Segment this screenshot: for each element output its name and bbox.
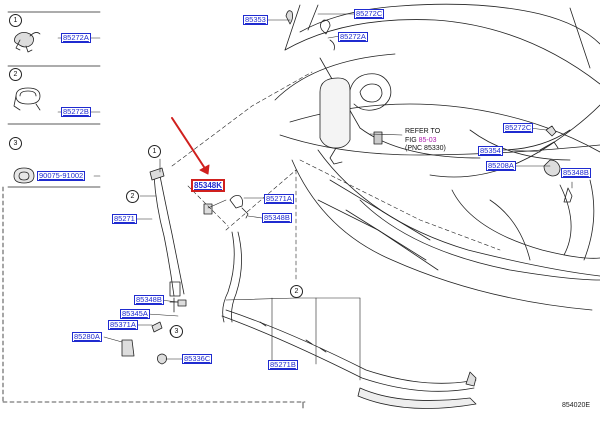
reference-note-line2: FIG 85-03	[405, 137, 446, 146]
reference-note-line1: REFER TO	[405, 128, 441, 135]
washer-hose-85271	[149, 167, 185, 313]
connector-85271a	[229, 195, 249, 219]
part-label-85354[interactable]: 85354	[478, 146, 503, 156]
washer-reservoir-neck	[285, 10, 573, 203]
part-label-85280a[interactable]: 85280A	[72, 332, 102, 342]
part-label-85272c-top[interactable]: 85272C	[354, 9, 385, 19]
figure-code: 854020E	[562, 402, 591, 409]
clip-85272a-icon	[14, 32, 41, 53]
part-label-85371a[interactable]: 85371A	[108, 320, 138, 330]
part-label-85348k-highlighted[interactable]: 85348K	[191, 179, 226, 192]
leader-lines	[57, 13, 573, 381]
part-label-85348b-mid[interactable]: 85348B	[262, 213, 292, 223]
washer-hose-85271b	[221, 231, 477, 409]
callout-number-2: 2	[126, 190, 139, 203]
part-label-85272c[interactable]: 85272C	[503, 123, 534, 133]
part-label-85271[interactable]: 85271	[112, 214, 137, 224]
reference-note-fig-prefix: FIG	[405, 136, 419, 144]
callout-number-3: 3	[170, 325, 183, 338]
legend-panel-lines	[2, 11, 306, 409]
reference-note: REFER TO FIG 85-03 (PNC 85330)	[405, 128, 446, 154]
part-label-85271a[interactable]: 85271A	[264, 194, 294, 204]
grommet-90075-icon	[13, 167, 35, 184]
part-label-85353[interactable]: 85353	[243, 15, 268, 25]
legend-number-1: 1	[9, 14, 22, 27]
clip-85348k	[203, 203, 213, 215]
part-label-85208a[interactable]: 85208A	[486, 161, 516, 171]
part-label-85272a-top[interactable]: 85272A	[338, 32, 368, 42]
part-label-85345a[interactable]: 85345A	[120, 309, 150, 319]
dashed-guides	[171, 71, 501, 281]
clip-85272b-icon	[13, 87, 41, 111]
part-label-85348b-right[interactable]: 85348B	[561, 168, 591, 178]
legend-part-85272a[interactable]: 85272A	[61, 33, 91, 43]
reference-note-line3: (PNC 85330)	[405, 145, 446, 152]
legend-part-85272b[interactable]: 85272B	[61, 107, 91, 117]
legend-number-2: 2	[9, 68, 22, 81]
callout-number-2b: 2	[290, 285, 303, 298]
part-label-85348b-low[interactable]: 85348B	[134, 295, 164, 305]
part-label-85336c[interactable]: 85336C	[182, 354, 213, 364]
legend-part-90075-91002[interactable]: 90075-91002	[37, 171, 86, 181]
reference-figure-link[interactable]: 85-03	[418, 136, 437, 144]
bumper-outline	[274, 3, 600, 311]
callout-number-1: 1	[148, 145, 161, 158]
pointer-arrow-icon	[171, 117, 210, 175]
legend-number-3: 3	[9, 137, 22, 150]
part-label-85271b[interactable]: 85271B	[268, 360, 298, 370]
